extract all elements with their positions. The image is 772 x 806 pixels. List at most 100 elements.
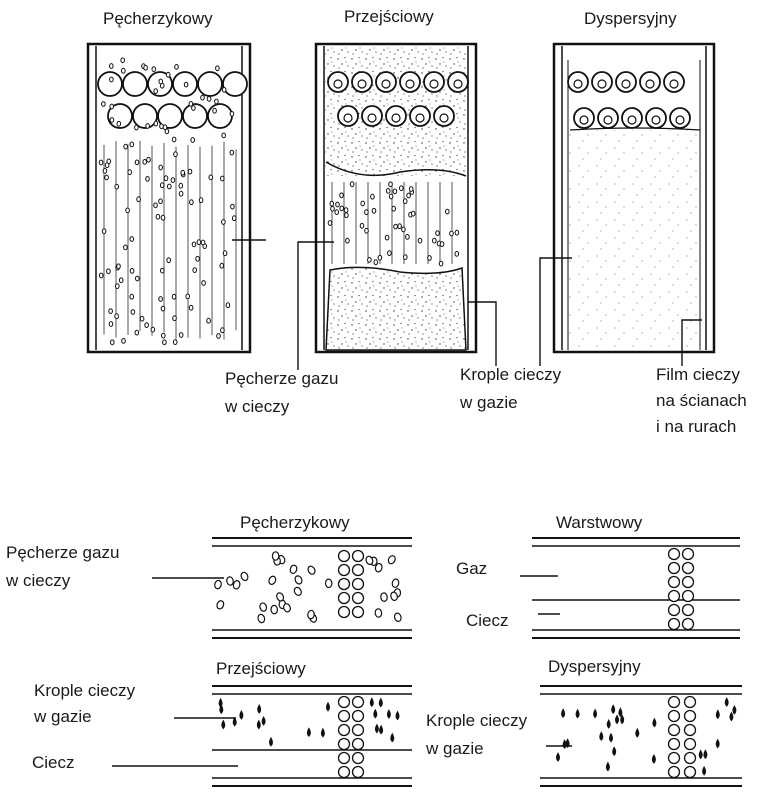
gas-bubble [283, 603, 291, 613]
label-h-gas-bubbles-line1: Pęcherze gazu [6, 543, 120, 562]
label-liquid-film-line2: na ścianach [656, 391, 747, 410]
ring-bubble [683, 723, 697, 737]
small-bubble [402, 198, 408, 205]
liquid-drop [724, 697, 729, 707]
small-bubble [399, 185, 404, 192]
small-bubble [454, 251, 460, 257]
small-bubble [388, 193, 394, 200]
liquid-drop [320, 727, 325, 738]
small-bubble [114, 313, 119, 320]
label-h-gas-bubbles-line2: w cieczy [6, 571, 71, 590]
ring-bubble [337, 549, 351, 563]
title-vertical-bubbly: Pęcherzykowy [103, 9, 213, 28]
gas-bubble [374, 562, 383, 573]
ring-bubble [667, 723, 681, 737]
gas-bubble [293, 586, 302, 596]
inner-drop [621, 79, 631, 89]
small-bubble [153, 202, 158, 209]
small-bubble [190, 137, 195, 143]
liquid-drop [620, 714, 625, 725]
small-bubble [158, 164, 163, 171]
small-bubble [153, 120, 159, 127]
liquid-drop [715, 738, 720, 749]
small-bubble [191, 105, 196, 111]
small-bubble [136, 196, 141, 203]
label-liquid-film-line1: Film cieczy [656, 365, 741, 384]
liquid-drop [562, 739, 567, 749]
liquid-drop [374, 723, 379, 734]
bubble-drops [327, 71, 469, 127]
liquid-drop [373, 708, 378, 719]
inner-drop [645, 79, 655, 89]
small-bubble [230, 203, 235, 210]
small-bubble [158, 296, 163, 302]
small-bubble [101, 228, 107, 235]
ring-bubble [337, 577, 351, 591]
title-horizontal-transitional: Przejściowy [216, 659, 306, 678]
small-bubble [188, 304, 194, 311]
inner-drop [573, 79, 583, 89]
ring-bubble [351, 563, 365, 577]
liquid-drop [732, 705, 737, 715]
ring-bubble [683, 751, 697, 765]
inner-drop [357, 79, 367, 89]
liquid-drop [390, 732, 395, 743]
small-bubble [427, 255, 432, 261]
gas-bubble [374, 608, 383, 618]
gas-bubble [294, 575, 303, 585]
label-h-gas: Gaz [456, 559, 488, 578]
ring-bubble [667, 575, 681, 589]
small-bubble [360, 200, 366, 207]
small-bubble [373, 259, 379, 266]
small-bubble [185, 293, 190, 300]
label-liquid-drops-line1: Krople cieczy [460, 365, 562, 384]
small-bubble [144, 322, 149, 329]
ring-bubble [337, 723, 351, 737]
inner-drop [579, 115, 589, 125]
small-bubble [406, 192, 411, 199]
small-bubble [104, 162, 110, 169]
small-bubble [98, 159, 104, 166]
label-gas-bubbles-line2: w cieczy [225, 397, 290, 416]
vertical-dispersed-tube [552, 42, 716, 354]
liquid-drop [715, 709, 720, 720]
ring-bubble [351, 709, 365, 723]
inner-drop [453, 79, 463, 89]
label-gas-bubbles-line1: Pęcherze gazu [225, 369, 339, 388]
gas-bubbles [214, 551, 402, 624]
liquid-drop [269, 736, 273, 747]
inner-drop [439, 113, 449, 123]
ring-bubble [351, 723, 365, 737]
small-bubble [151, 66, 157, 72]
small-bubble [150, 326, 156, 333]
small-bubble [220, 327, 225, 334]
gas-bubble [271, 551, 280, 561]
small-bubble [158, 198, 163, 205]
liquid-drop [703, 749, 708, 760]
label-liquid-film-line3: i na rurach [656, 417, 737, 436]
small-bubble [192, 267, 197, 274]
small-bubble [391, 205, 397, 212]
ring-bubble [681, 617, 695, 631]
small-bubble [139, 315, 145, 322]
ring-bubble [351, 577, 365, 591]
small-bubble [208, 174, 214, 181]
small-bubble [134, 329, 140, 336]
ring-bubble [337, 709, 351, 723]
liquid-drop [651, 754, 656, 764]
small-bubble [172, 315, 177, 322]
small-bubble [377, 254, 383, 261]
small-bubble [405, 234, 410, 240]
gas-bubble [222, 71, 248, 97]
gas-bubble [390, 591, 398, 602]
small-bubble [109, 103, 114, 110]
liquid-drop [599, 731, 604, 741]
liquid-drop [306, 727, 311, 738]
small-bubble [392, 188, 398, 195]
small-bubble [345, 237, 350, 244]
small-bubble [191, 241, 197, 248]
small-bubble [109, 63, 114, 69]
ring-bubble [683, 737, 697, 751]
small-bubbles [327, 181, 460, 267]
